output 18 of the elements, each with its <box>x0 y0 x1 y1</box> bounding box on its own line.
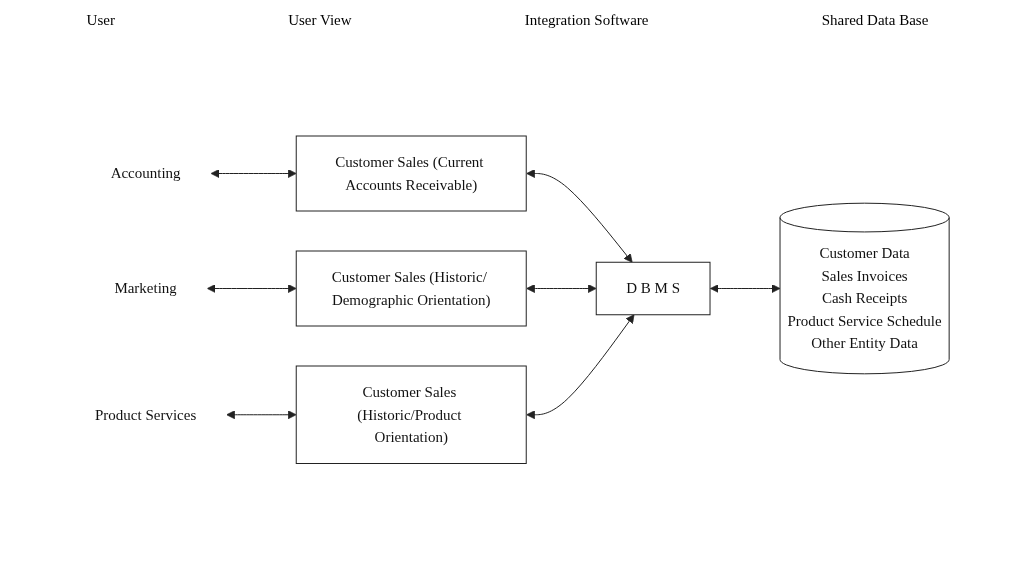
column-heading: User <box>86 11 115 29</box>
node-text: Marketing <box>114 280 178 297</box>
arrow <box>526 169 633 263</box>
arrow <box>211 169 298 179</box>
arrow <box>207 284 298 294</box>
node-text: Product Services <box>95 406 197 423</box>
arrow <box>526 314 635 420</box>
column-heading: Shared Data Base <box>821 11 929 29</box>
arrow <box>526 284 598 294</box>
node-box: Customer Sales (Current Accounts Receivable) <box>296 135 528 212</box>
node-text: Accounting <box>111 165 182 182</box>
arrow <box>226 410 298 420</box>
node-box: D B M S <box>596 262 711 316</box>
column-heading: User View <box>288 11 352 29</box>
node-box: Customer Sales (Historic/Product Orientation) <box>296 365 528 465</box>
arrow <box>710 284 781 294</box>
node-box: Customer Sales (Historic/ Demographic Orientation) <box>296 250 528 327</box>
column-heading: Integration Software <box>524 11 649 29</box>
